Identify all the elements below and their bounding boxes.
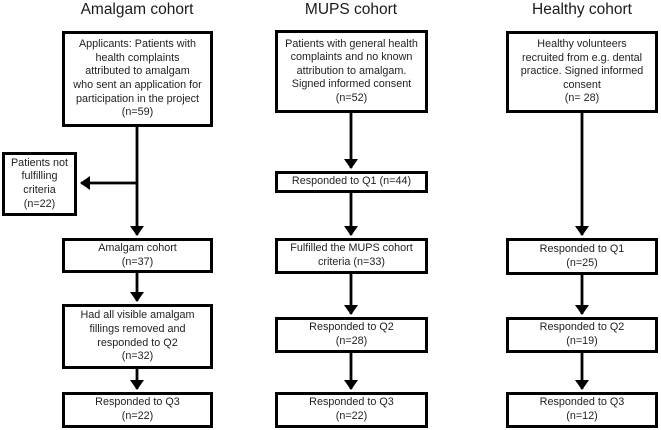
box-mups-responded-q1: Responded to Q1 (n=44) bbox=[275, 171, 428, 193]
column-title-mups: MUPS cohort bbox=[304, 1, 398, 18]
box-healthy-responded-q1: Responded to Q1 (n=25) bbox=[506, 238, 658, 275]
box-amalgam-not-fulfilling: Patients not fulfilling criteria (n=22) bbox=[2, 152, 77, 216]
box-mups-responded-q3: Responded to Q3 (n=22) bbox=[275, 392, 428, 428]
box-mups-responded-q2: Responded to Q2 (n=28) bbox=[275, 317, 428, 353]
box-amalgam-fillings-removed: Had all visible amalgam fillings removed… bbox=[62, 304, 213, 369]
column-title-healthy: Healthy cohort bbox=[532, 1, 632, 18]
box-amalgam-cohort: Amalgam cohort (n=37) bbox=[62, 238, 213, 273]
box-healthy-consent: Healthy volunteers recruited from e.g. d… bbox=[506, 31, 658, 113]
box-mups-consent: Patients with general health complaints … bbox=[275, 30, 428, 113]
box-healthy-responded-q3: Responded to Q3 (n=12) bbox=[506, 392, 658, 428]
box-amalgam-applicants: Applicants: Patients with health complai… bbox=[62, 31, 213, 127]
column-title-amalgam: Amalgam cohort bbox=[80, 1, 194, 18]
box-amalgam-responded-q3: Responded to Q3 (n=22) bbox=[62, 392, 213, 428]
box-healthy-responded-q2: Responded to Q2 (n=19) bbox=[506, 317, 658, 353]
box-mups-criteria: Fulfilled the MUPS cohort criteria (n=33… bbox=[275, 238, 428, 274]
